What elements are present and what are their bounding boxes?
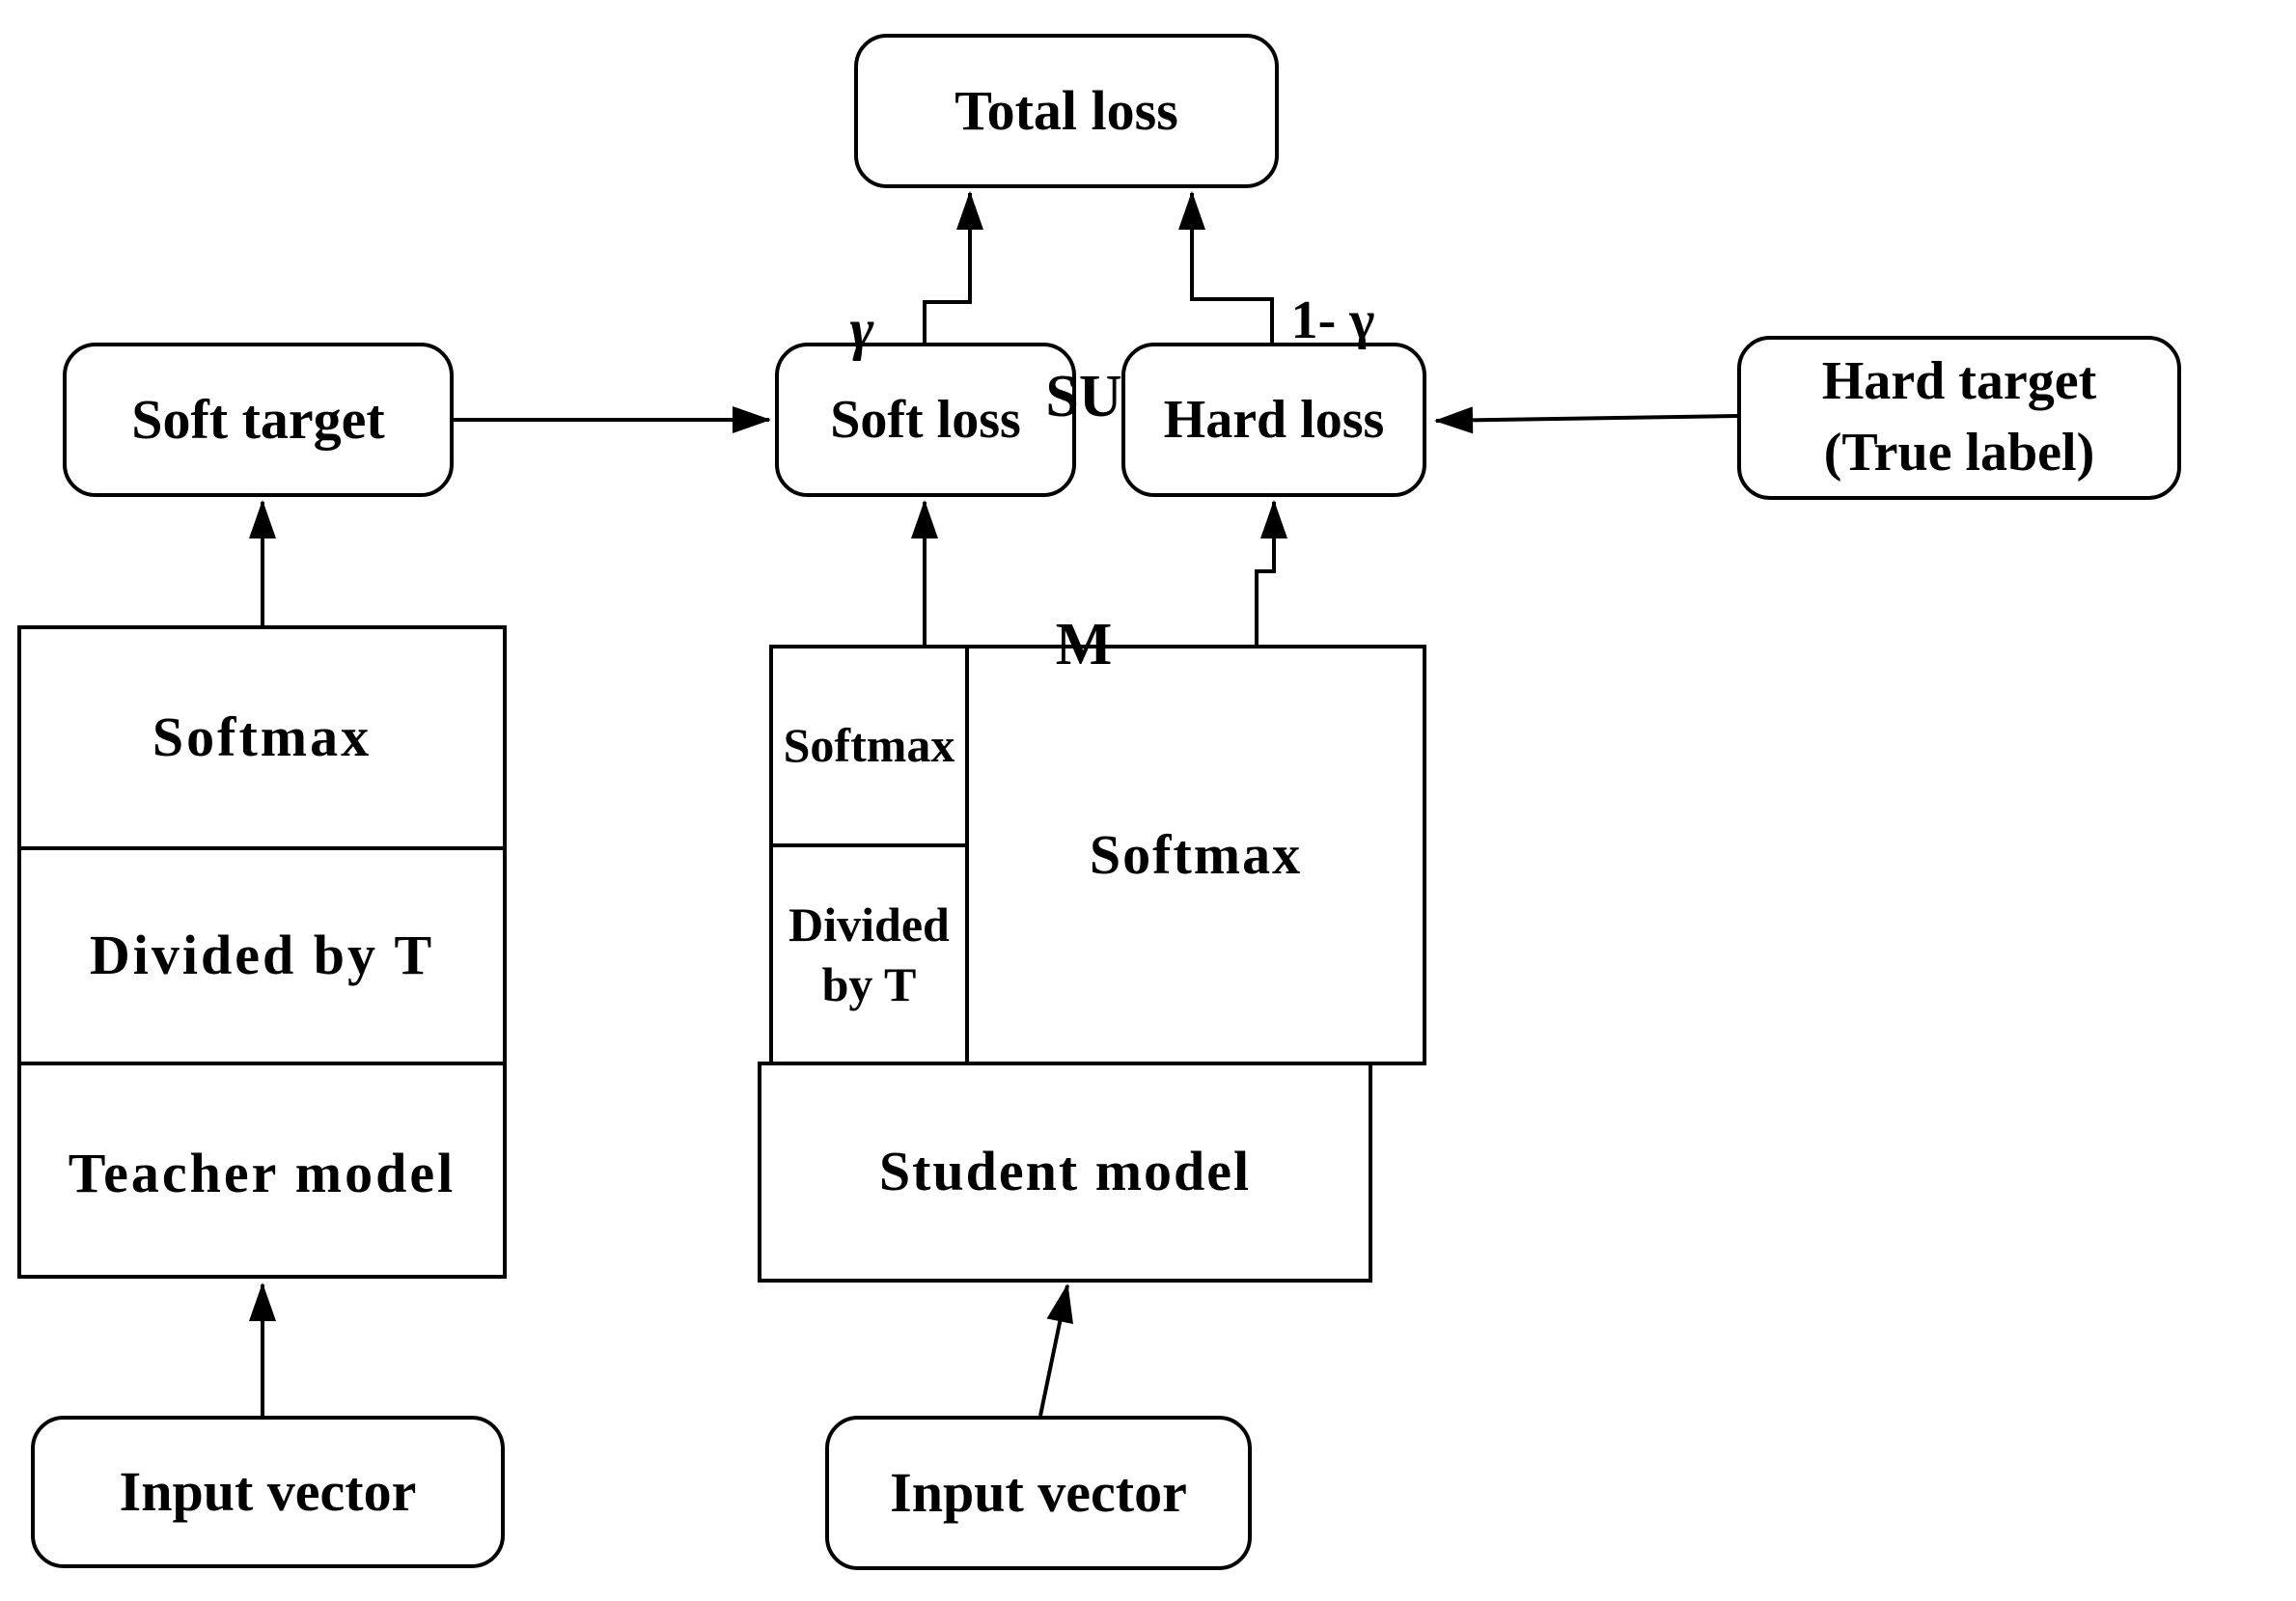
teacher-softmax-cell: Softmax [21, 629, 503, 846]
teacher-softmax-label: Softmax [152, 705, 373, 769]
gamma-text: γ [849, 297, 874, 361]
sum-operator-label: SU M [1021, 191, 1147, 851]
hard-loss-node: Hard loss [1121, 343, 1426, 497]
one-minus-gamma-text: 1- γ [1290, 290, 1375, 350]
total-loss-label: Total loss [954, 78, 1178, 142]
teacher-model-cell: Teacher model [21, 1065, 503, 1283]
soft-loss-label: Soft loss [830, 389, 1021, 450]
teacher-model-label: Teacher model [68, 1142, 456, 1205]
input-vector-student-label: Input vector [890, 1460, 1187, 1524]
arrow-input-to-student-model [1038, 1284, 1073, 1417]
total-loss-node: Total loss [854, 34, 1279, 188]
teacher-divided-by-t-cell: Divided by T [21, 846, 503, 1065]
hard-target-label-line1: Hard target [1821, 351, 2097, 412]
input-vector-teacher-node: Input vector [31, 1416, 505, 1568]
input-vector-student-node: Input vector [825, 1416, 1252, 1570]
student-softmax-temp-node: Softmax [769, 645, 969, 847]
soft-target-node: Soft target [63, 343, 454, 497]
student-model-node: Student model [758, 1062, 1372, 1283]
teacher-divided-by-t-label: Divided by T [89, 924, 435, 987]
teacher-pipeline-stack: Softmax Divided by T Teacher model [17, 625, 507, 1279]
hard-target-node: Hard target (True label) [1737, 336, 2181, 500]
student-divided-by-t-node: Divided by T [769, 843, 969, 1065]
one-minus-gamma-weight-label: 1- γ [1233, 228, 1378, 413]
hard-loss-label: Hard loss [1163, 389, 1385, 450]
sum-text-line1: SU [1045, 364, 1122, 430]
sum-text-line2: M [1055, 611, 1113, 677]
student-softmax-temp-label: Softmax [783, 718, 955, 773]
soft-target-label: Soft target [131, 387, 385, 451]
gamma-weight-label: γ [789, 230, 876, 429]
arrow-soft-loss-to-total-loss [923, 191, 983, 343]
input-vector-teacher-label: Input vector [119, 1459, 417, 1523]
student-softmax-node: Softmax [965, 645, 1426, 1065]
soft-loss-node: Soft loss [775, 343, 1076, 497]
student-model-label: Student model [878, 1140, 1252, 1203]
arrow-student-softmax-to-hard-loss [1255, 500, 1287, 645]
student-divided-by-t-label: Divided by T [788, 897, 950, 1012]
hard-target-label-line2: (True label) [1823, 423, 2095, 483]
student-softmax-label: Softmax [1089, 822, 1303, 886]
arrow-hard-target-to-hard-loss [1434, 406, 1738, 434]
